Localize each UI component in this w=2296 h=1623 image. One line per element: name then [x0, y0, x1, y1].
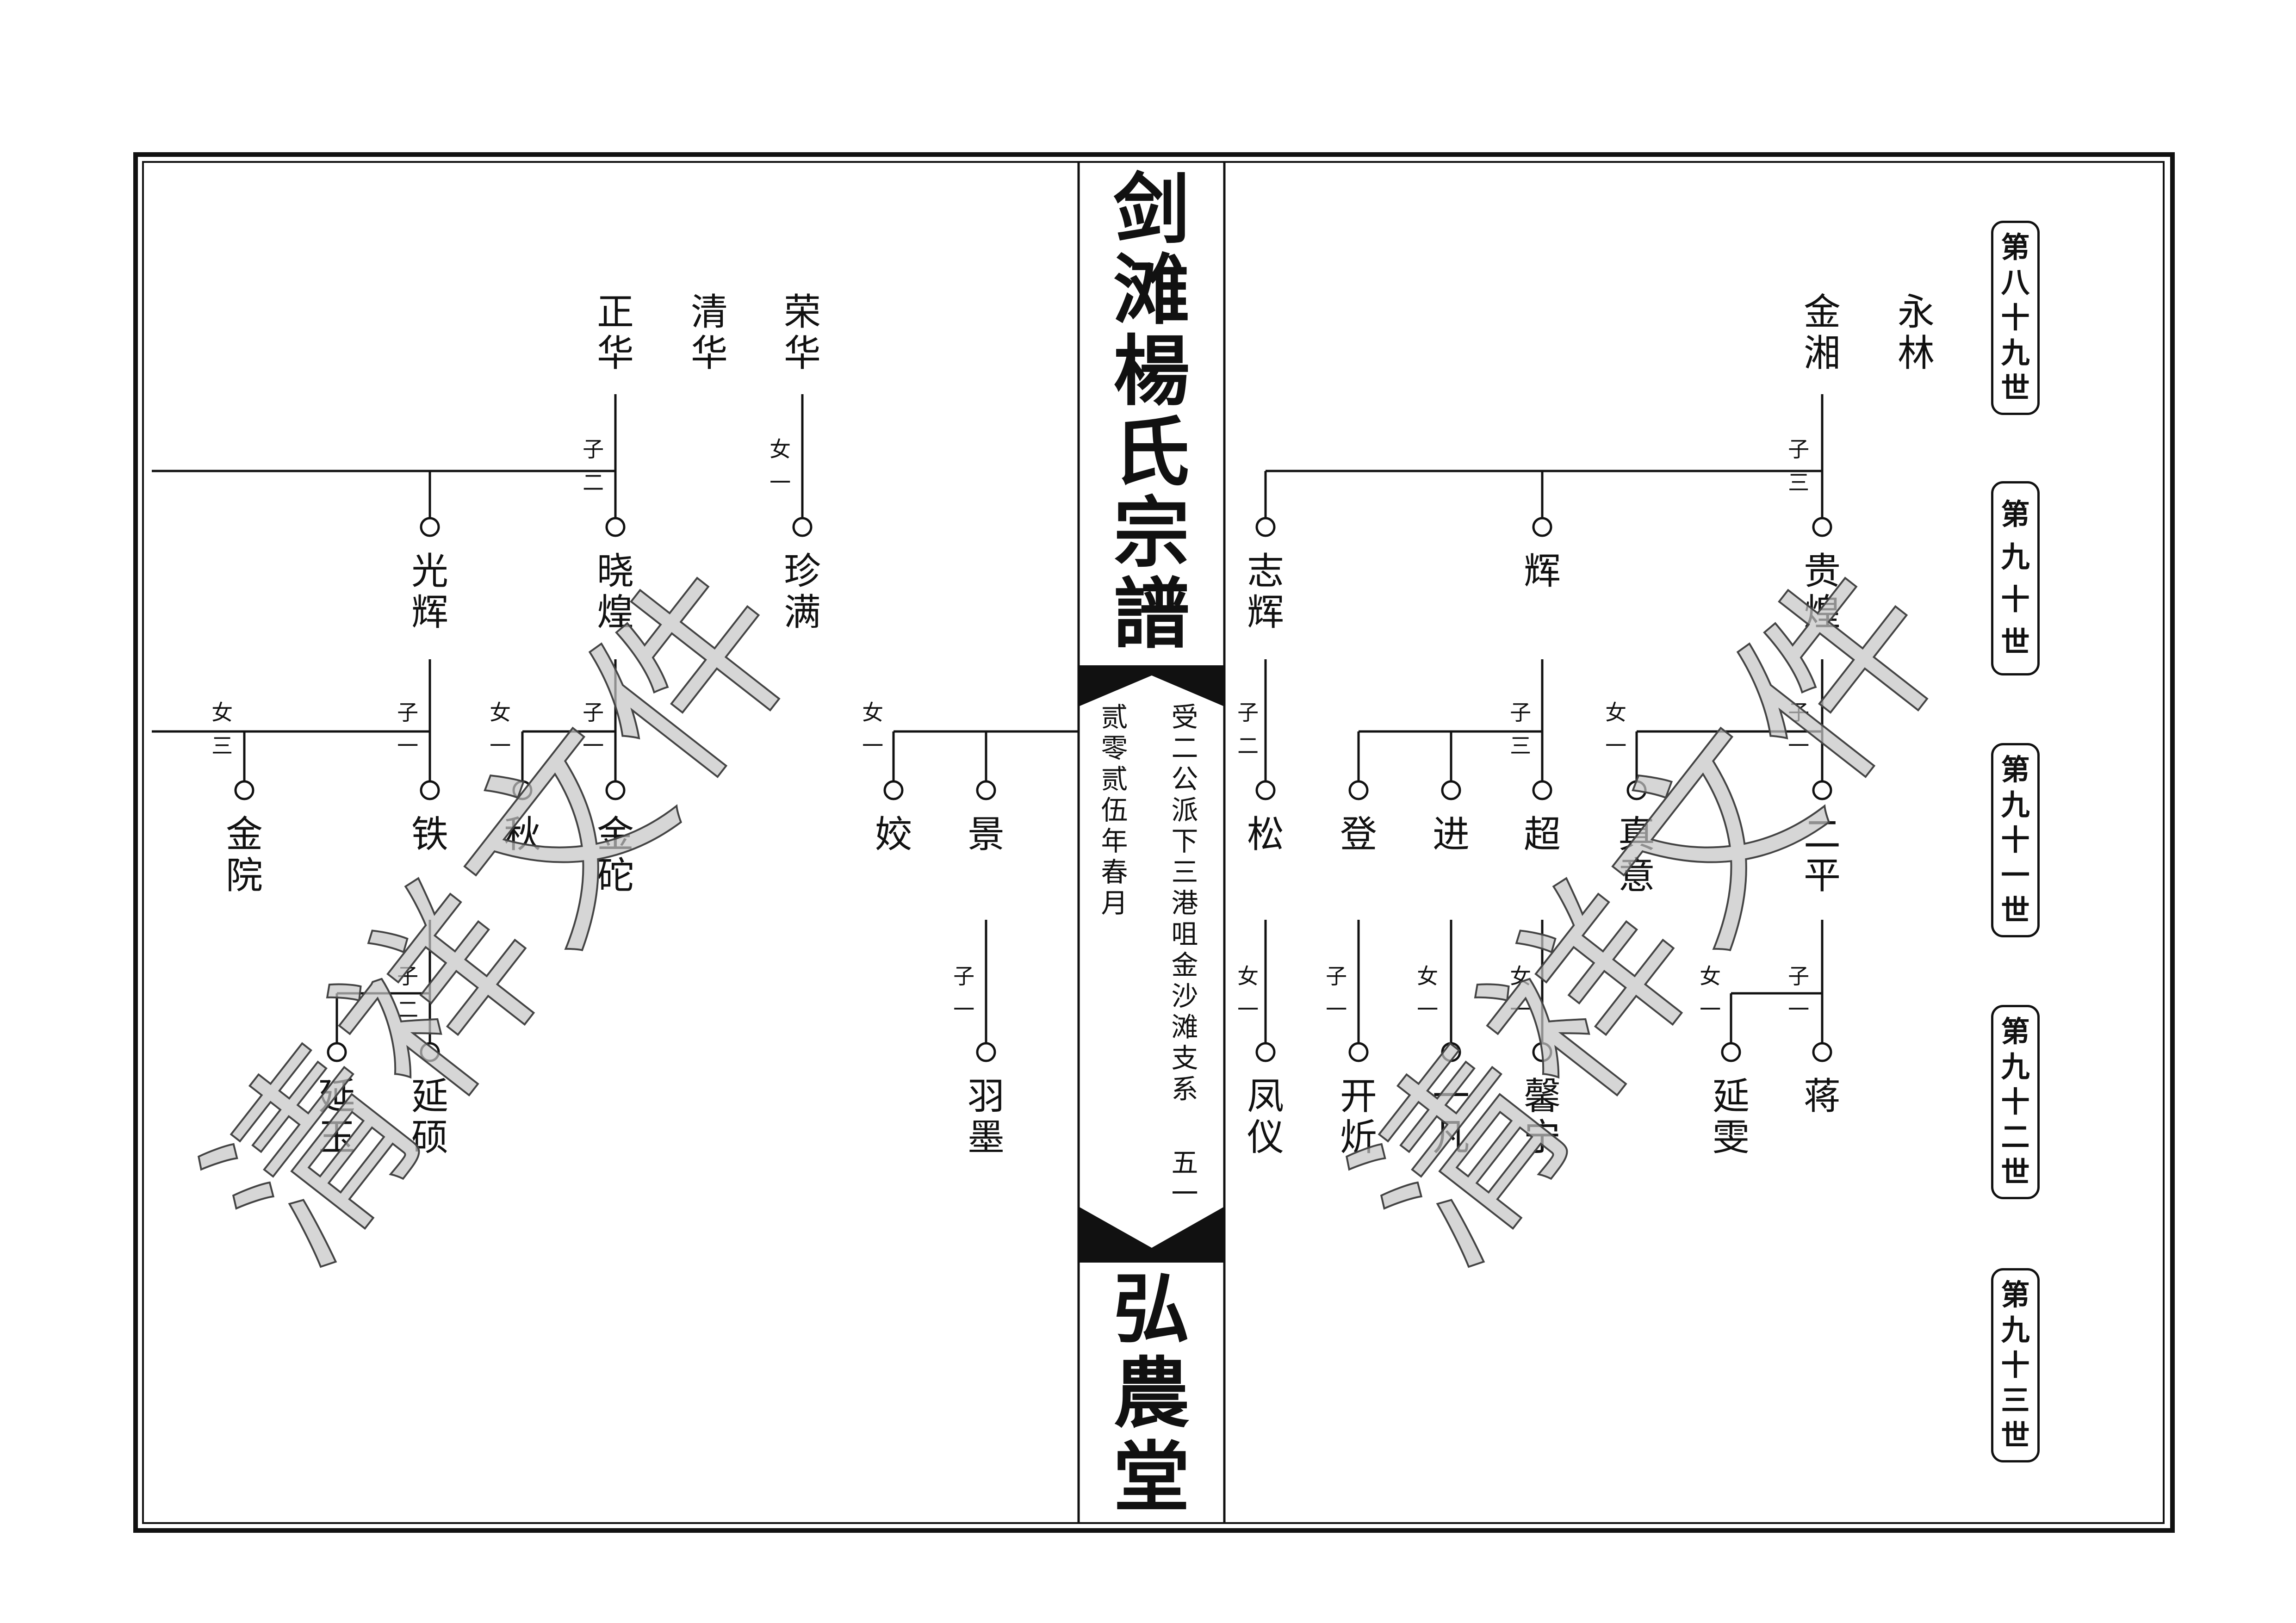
offspring-label: 子一 [397, 700, 419, 758]
offspring-label: 女一 [1510, 964, 1532, 1022]
node-circle [420, 517, 440, 537]
offspring-label: 子一 [1326, 964, 1347, 1022]
node-circle [976, 780, 996, 800]
node-circle [1721, 1042, 1741, 1062]
offspring-label: 女一 [769, 437, 791, 495]
upper-fish-tail [1079, 665, 1224, 706]
generation-box-91: 第九十一世 [1991, 743, 2040, 937]
offspring-label: 子三 [1788, 437, 1810, 495]
node-circle [1348, 1042, 1369, 1062]
member-zhihui: 志辉 [1247, 550, 1284, 634]
offspring-label: 子一 [583, 700, 604, 758]
node-circle [1812, 517, 1832, 537]
member-yonglin: 永林 [1898, 291, 1935, 375]
hall-name: 弘農堂 [1113, 1264, 1190, 1522]
node-circle [512, 780, 533, 800]
member-zhenyi: 真意 [1618, 813, 1655, 897]
member-jing: 景 [968, 813, 1005, 856]
generation-box-93: 第九十三世 [1991, 1268, 2040, 1462]
node-circle [792, 517, 813, 537]
member-jiao: 姣 [875, 813, 912, 856]
offspring-label: 子一 [953, 964, 975, 1022]
offspring-label: 女一 [1417, 964, 1439, 1022]
member-zhenman: 珍满 [784, 550, 821, 634]
member-qinghua: 清华 [691, 291, 728, 375]
node-circle [1532, 780, 1552, 800]
generation-box-90: 第九十世 [1991, 481, 2040, 675]
node-circle [1532, 517, 1552, 537]
member-chao: 超 [1524, 813, 1561, 856]
node-circle [1348, 780, 1369, 800]
book-title: 剑滩楊氏宗譜 [1113, 164, 1190, 659]
member-xiaohuang: 晓煌 [597, 550, 634, 634]
member-jiang: 蒋 [1804, 1075, 1841, 1118]
node-circle [1255, 780, 1276, 800]
member-yanwen: 延雯 [1713, 1075, 1750, 1159]
node-circle [1812, 780, 1832, 800]
node-circle [1626, 780, 1647, 800]
node-circle [976, 1042, 996, 1062]
node-circle [605, 517, 626, 537]
node-circle [1255, 1042, 1276, 1062]
member-xinning: 馨宁 [1524, 1075, 1561, 1159]
generation-label: 第八十九世 [2001, 230, 2030, 405]
branch-line: 受二公派下三港咀金沙滩支系 [1171, 701, 1198, 1105]
member-guihuang: 贵煌 [1804, 550, 1841, 634]
generation-box-92: 第九十二世 [1991, 1005, 2040, 1199]
offspring-label: 女一 [490, 700, 511, 758]
node-circle [420, 1042, 440, 1062]
member-tie: 铁 [411, 813, 448, 856]
generation-label: 第九十一世 [2001, 753, 2030, 927]
offspring-label: 子三 [1510, 700, 1532, 758]
member-yumo: 羽墨 [968, 1075, 1005, 1159]
node-circle [1812, 1042, 1832, 1062]
generation-box-89: 第八十九世 [1991, 221, 2040, 415]
page-number: 五一 [1171, 1147, 1198, 1209]
member-jintuo: 金砣 [597, 813, 634, 897]
member-jin: 进 [1433, 813, 1470, 856]
member-yifan: 一凡 [1433, 1075, 1470, 1159]
node-circle [234, 780, 254, 800]
member-qiu: 秋 [504, 813, 541, 856]
node-circle [1255, 517, 1276, 537]
offspring-label: 女一 [1605, 700, 1627, 758]
inner-border [142, 161, 2165, 1524]
generation-label: 第九十二世 [2001, 1015, 2030, 1189]
offspring-label: 女一 [1700, 964, 1721, 1022]
node-circle [327, 1042, 347, 1062]
member-hui: 辉 [1524, 550, 1561, 593]
member-kaixin: 开炘 [1340, 1075, 1377, 1159]
offspring-label: 子二 [397, 964, 419, 1022]
offspring-label: 女一 [862, 700, 884, 758]
edition-date: 贰零贰伍年春月 [1101, 701, 1128, 919]
offspring-label: 子一 [1788, 964, 1810, 1022]
generation-label: 第九十世 [2001, 497, 2030, 659]
member-deng: 登 [1340, 813, 1377, 856]
member-erping: 二平 [1804, 813, 1841, 897]
node-circle [605, 780, 626, 800]
node-circle [883, 780, 904, 800]
node-circle [420, 780, 440, 800]
offspring-label: 子二 [1237, 700, 1259, 758]
lower-fish-tail [1079, 1207, 1224, 1263]
offspring-label: 子一 [1788, 700, 1810, 758]
node-circle [1441, 780, 1461, 800]
member-jinxiang: 金湘 [1804, 291, 1841, 375]
offspring-label: 女一 [1237, 964, 1259, 1022]
member-yanyu: 延玉 [318, 1075, 355, 1159]
member-song: 松 [1247, 813, 1284, 856]
offspring-label: 女三 [211, 700, 233, 758]
member-ronghua: 荣华 [784, 291, 821, 375]
outer-border [133, 152, 2175, 1533]
generation-label: 第九十三世 [2001, 1278, 2030, 1452]
member-guanghui: 光辉 [411, 550, 448, 634]
node-circle [1532, 1042, 1552, 1062]
member-jinyuan: 金院 [226, 813, 263, 897]
member-yanshuo: 延硕 [411, 1075, 448, 1159]
member-zhenghua: 正华 [597, 291, 634, 375]
member-fengyi: 凤仪 [1247, 1075, 1284, 1159]
node-circle [1441, 1042, 1461, 1062]
offspring-label: 子二 [583, 437, 604, 495]
